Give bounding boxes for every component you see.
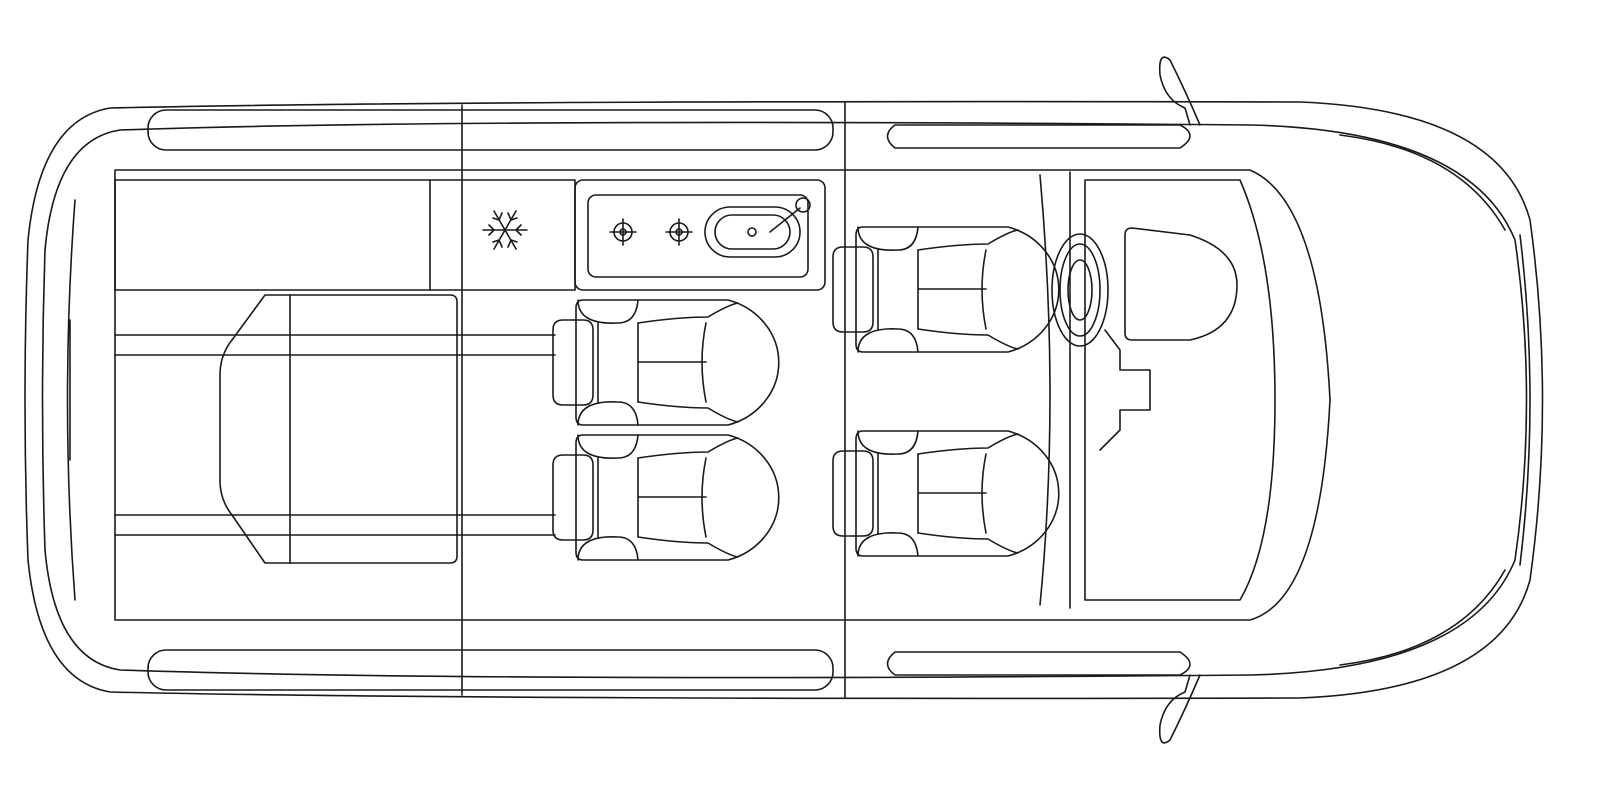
cooktop-sink-unit bbox=[574, 179, 826, 291]
seat-icon bbox=[832, 430, 1060, 557]
sink-icon bbox=[704, 197, 811, 258]
seat-icon bbox=[552, 434, 780, 561]
seat-icon bbox=[832, 226, 1060, 353]
snowflake-icon bbox=[482, 210, 528, 250]
interior-floor bbox=[114, 169, 1331, 621]
seat-icon bbox=[552, 299, 780, 426]
kitchen-counter bbox=[114, 179, 576, 291]
seat-rails bbox=[114, 334, 556, 536]
van-body-outline bbox=[24, 100, 1544, 700]
burner-icon bbox=[665, 218, 693, 246]
bed-table bbox=[219, 294, 458, 564]
mirror-icon bbox=[1158, 674, 1201, 744]
mirror-icon bbox=[1158, 56, 1201, 126]
driver-console bbox=[1124, 227, 1238, 341]
burner-icon bbox=[609, 218, 637, 246]
gear-lever bbox=[1099, 329, 1151, 451]
steering-wheel-icon bbox=[1051, 233, 1109, 347]
